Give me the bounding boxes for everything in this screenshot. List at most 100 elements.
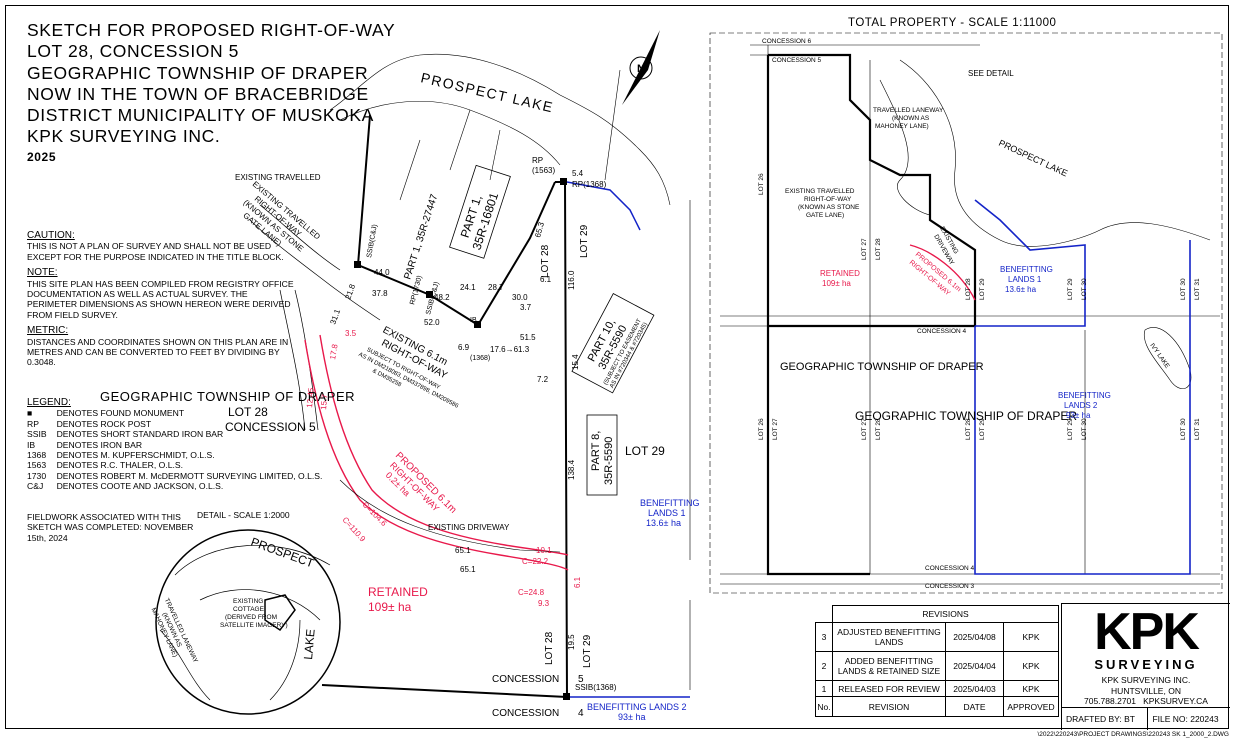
benefitting1-line: [566, 181, 641, 231]
dim: 31.1: [328, 307, 342, 325]
detail-lines: [159, 544, 331, 701]
concession4-num: 4: [578, 708, 584, 719]
inset-lot: LOT 30: [1081, 278, 1088, 300]
col-revision: REVISION: [832, 696, 946, 717]
legend-symbol: 1730: [27, 470, 47, 481]
benefitting2-line1: BENEFITTING LANDS 2: [587, 702, 687, 712]
lot29-label: LOT 29: [625, 444, 665, 458]
driveway-labels: EXISTING DRIVEWAY 65.1 65.1: [428, 523, 510, 574]
detail-circle: [155, 529, 341, 715]
legend-text: DENOTES ROCK POST: [56, 418, 152, 429]
legend-text: DENOTES ROBERT M. McDERMOTT SURVEYING LI…: [56, 470, 323, 481]
dim: 10.1: [536, 546, 552, 555]
inset-border: [709, 32, 1223, 594]
monument: [563, 693, 570, 700]
dim: 65.1: [460, 565, 476, 574]
inset-lot: LOT 28: [875, 238, 882, 260]
dim: C=110.9: [341, 515, 368, 544]
blue-labels: BENEFITTING LANDS 1 13.6± ha BENEFITTING…: [587, 498, 700, 722]
inset-lot: LOT 28: [965, 278, 972, 300]
dim: 15.7: [319, 393, 329, 410]
legend-symbol: ■: [27, 408, 33, 419]
cottage-outline: [264, 594, 296, 632]
see-detail: SEE DETAIL: [968, 69, 1014, 78]
boundary-lines: [321, 114, 568, 701]
dim: 44.0: [374, 268, 390, 277]
company-info: KPK SURVEYING INC. HUNTSVILLE, ON 705.78…: [1062, 675, 1230, 707]
prospect-lake-label: PROSPECT LAKE: [419, 69, 555, 115]
concession5-num: 5: [578, 674, 584, 685]
dim: 30.0: [512, 293, 528, 302]
benefitting1-line1: BENEFITTING: [640, 498, 700, 508]
lot28-sketch-label: LOT 28: [540, 244, 551, 278]
revision-row: 3 ADJUSTED BENEFITTING LANDS 2025/04/08 …: [815, 622, 1060, 652]
inset-lot: LOT 26: [758, 418, 765, 440]
revision-no: 1: [815, 680, 833, 697]
inset-benefitting2-2: LANDS 2: [1064, 401, 1098, 410]
inset-twp-label: GEOGRAPHIC TOWNSHIP OF DRAPER: [780, 361, 984, 373]
dim: 138.4: [567, 459, 576, 480]
inset-grid: [720, 44, 1220, 585]
monument: [354, 261, 361, 268]
cottage-line2: COTTAGE: [233, 606, 265, 613]
inset-lot: LOT 30: [1180, 278, 1187, 300]
dim: 3.7: [520, 303, 532, 312]
proposed-row-line: [304, 339, 569, 571]
inset-twp: GEOGRAPHIC TOWNSHIP OF DRAPER: [855, 409, 1077, 423]
existing-61-block: EXISTING 6.1m RIGHT-OF-WAY SUBJECT TO RI…: [357, 325, 459, 410]
inset-lot: LOT 27: [772, 418, 779, 440]
lot29-bottom-label: LOT 29: [582, 634, 593, 668]
detail-inset: DETAIL - SCALE 1:2000 PROSPECT LAKE EXIS…: [150, 510, 341, 715]
north-label: N: [637, 63, 645, 75]
part1-block: PART 1, 35R-16801: [449, 164, 511, 259]
legend-row: ■DENOTES FOUND MONUMENT: [27, 408, 332, 418]
metric-text: DISTANCES AND COORDINATES SHOWN ON THIS …: [27, 336, 289, 368]
lot28-bottom-label: LOT 28: [544, 631, 555, 665]
fieldwork-note: FIELDWORK ASSOCIATED WITH THIS SKETCH WA…: [27, 512, 194, 543]
text-line: EXISTING TRAVELLED: [235, 173, 321, 182]
inset-lot: LOT 27: [861, 238, 868, 260]
dim: 7.2: [537, 375, 549, 384]
detail-title: DETAIL - SCALE 1:2000: [197, 510, 290, 520]
inset-lot: LOT 29: [979, 278, 986, 300]
inset-concession3: CONCESSION 3: [925, 583, 975, 590]
rp1563-label: (1563): [532, 166, 555, 175]
inset-benefitting1-3: 13.6± ha: [1005, 285, 1037, 294]
dim: (1368): [470, 355, 490, 362]
inset-lot: LOT 29: [1067, 278, 1074, 300]
title-line: DISTRICT MUNICIPALITY OF MUSKOKA: [27, 105, 374, 126]
lot29-sketch-label: LOT 29: [579, 224, 590, 258]
inset-prospect-lake: PROSPECT LAKE: [997, 138, 1069, 179]
dim: 65.3: [533, 221, 546, 239]
inset-laneway-3: MAHONEY LANE): [875, 123, 929, 130]
revisions-heading: REVISIONS: [832, 605, 1059, 623]
shoreline: [339, 101, 561, 166]
company-surveying: SURVEYING: [1094, 657, 1198, 672]
inset-line: [720, 44, 1220, 585]
legend-symbol: 1368: [27, 450, 47, 461]
inset-lot: LOT 26: [758, 173, 765, 195]
legend-text: DENOTES R.C. THALER, O.L.S.: [56, 460, 183, 471]
total-property-inset: TOTAL PROPERTY - SCALE 1:11000 CONCESSIO…: [709, 17, 1223, 594]
dim: 6.9: [458, 343, 470, 352]
inset-lot: LOT 31: [1194, 418, 1201, 440]
part1b-label: PART 1, 35R-27447: [402, 193, 440, 281]
part10-box: [571, 293, 655, 394]
dim: 12.45: [305, 387, 316, 408]
boundary: [356, 114, 556, 327]
inset-retained: RETAINED: [820, 269, 860, 278]
row-line: [249, 219, 381, 321]
inset-benefitting2-3: 93± ha: [1066, 411, 1091, 420]
legend-symbol: SSIB: [27, 429, 47, 440]
dim: 6.1: [540, 275, 552, 284]
inset-benefitting2-1: BENEFITTING: [1058, 391, 1111, 400]
company-phone: 705.788.2701: [1084, 696, 1136, 706]
revision-no: 3: [815, 622, 833, 652]
existing-row-label: EXISTING TRAVELLED: [235, 173, 321, 182]
title-line: GEOGRAPHIC TOWNSHIP OF DRAPER: [27, 62, 369, 83]
drafting-footer: DRAFTED BY: BT FILE NO: 220243: [1061, 707, 1230, 730]
dim: SSIB(C&J): [366, 224, 379, 259]
